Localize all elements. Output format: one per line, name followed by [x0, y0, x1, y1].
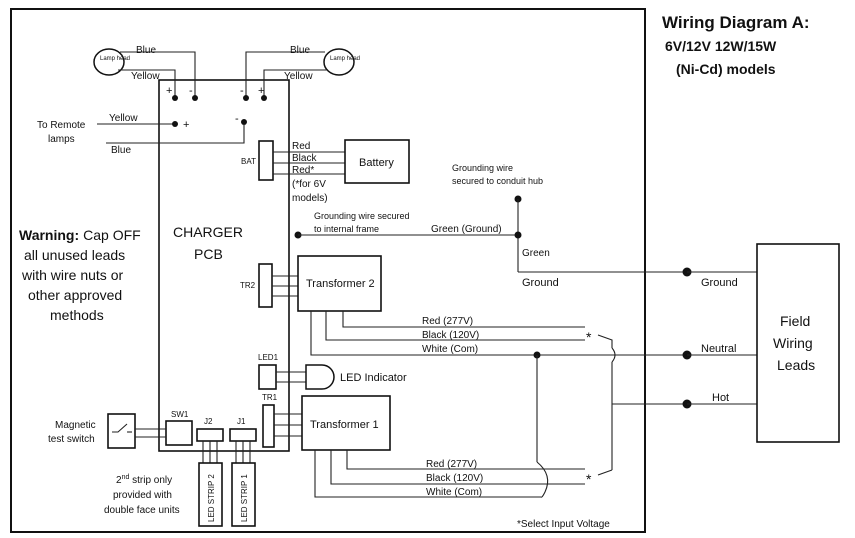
red-277-label-t1: Red (277V) — [426, 459, 477, 470]
plus-top-right: + — [258, 85, 264, 97]
charger-label: CHARGER — [173, 224, 243, 240]
grounding-frame-line-1: Grounding wire secured — [314, 211, 410, 221]
second-strip-line-3: double face units — [104, 505, 180, 516]
yellow-label-right: Yellow — [284, 71, 313, 82]
for-6v-line-2: models) — [292, 193, 328, 204]
second-strip-line-2: provided with — [113, 490, 172, 501]
warning-line-4: other approved — [28, 287, 122, 303]
tr1-label: TR1 — [262, 393, 278, 402]
green-ground-label: Green (Ground) — [431, 224, 502, 235]
led1-connector — [258, 364, 277, 390]
hot-label: Hot — [712, 392, 729, 404]
black-120-label-t2: Black (120V) — [422, 330, 479, 341]
select-star-t2: * — [586, 329, 592, 345]
led1-label: LED1 — [258, 353, 279, 362]
yellow-label-left: Yellow — [131, 71, 160, 82]
grounding-frame-line-2: to internal frame — [314, 224, 379, 234]
field-wiring-leads — [756, 243, 840, 443]
blue-label-left: Blue — [136, 45, 156, 56]
j2-connector — [196, 428, 224, 442]
j1-connector — [229, 428, 257, 442]
warning-line-5: methods — [50, 307, 104, 323]
magnetic-line-2: test switch — [48, 434, 95, 445]
blue-label-right: Blue — [290, 45, 310, 56]
title-line-3: (Ni-Cd) models — [676, 61, 776, 77]
sw1-connector — [165, 420, 193, 446]
transformer-2-label: Transformer 2 — [306, 278, 375, 290]
red-star-label-bat: Red* — [292, 165, 314, 176]
yellow-label-remote: Yellow — [109, 113, 138, 124]
minus-top-left: - — [189, 85, 193, 97]
plus-top-left: + — [166, 85, 172, 97]
led-indicator-shape — [305, 364, 335, 390]
second-strip-line-1: 2nd strip only — [116, 474, 172, 486]
j1-label: J1 — [237, 417, 246, 426]
sw1-label: SW1 — [171, 410, 189, 419]
magnetic-test-switch — [107, 413, 136, 449]
transformer-1-label: Transformer 1 — [310, 419, 379, 431]
ground-label-field: Ground — [701, 277, 738, 289]
black-label-bat: Black — [292, 153, 317, 164]
plus-remote: + — [183, 119, 189, 131]
grounding-conduit-line-1: Grounding wire — [452, 163, 513, 173]
neutral-label: Neutral — [701, 343, 736, 355]
title-line-2: 6V/12V 12W/15W — [665, 38, 777, 54]
field-line-2: Wiring — [773, 335, 813, 351]
lamp-head-right — [323, 48, 355, 76]
remote-lamps-line-2: lamps — [48, 134, 75, 145]
field-line-3: Leads — [777, 357, 815, 373]
led-indicator-label: LED Indicator — [340, 372, 407, 384]
minus-remote: - — [235, 113, 239, 125]
tr1-connector — [262, 404, 275, 448]
lamp-head-right-label: Lamp head — [330, 56, 360, 62]
fixture-enclosure — [10, 8, 646, 533]
lamp-head-left-label: Lamp head — [100, 56, 130, 62]
ground-label-inside: Ground — [522, 277, 559, 289]
title-line-1: Wiring Diagram A: — [662, 13, 810, 32]
warning-line-2: all unused leads — [24, 247, 125, 263]
lamp-head-left — [93, 48, 125, 76]
led-strip-1 — [231, 462, 256, 527]
red-277-label-t2: Red (277V) — [422, 316, 473, 327]
remote-lamps-line-1: To Remote — [37, 120, 86, 131]
warning-line-3: with wire nuts or — [21, 267, 123, 283]
bat-label: BAT — [241, 157, 256, 166]
minus-top-right: - — [240, 85, 244, 97]
warning-line-1: Warning:Cap OFF — [19, 227, 141, 243]
green-label: Green — [522, 248, 550, 259]
field-line-1: Field — [780, 313, 810, 329]
tr2-label: TR2 — [240, 281, 256, 290]
led-strip-2 — [198, 462, 223, 527]
j2-label: J2 — [204, 417, 213, 426]
tr2-connector — [258, 263, 273, 308]
grounding-conduit-line-2: secured to conduit hub — [452, 176, 543, 186]
battery-label: Battery — [359, 157, 394, 169]
black-120-label-t1: Black (120V) — [426, 473, 483, 484]
battery — [344, 139, 410, 184]
transformer-1 — [301, 395, 391, 451]
white-com-label-t2: White (Com) — [422, 344, 478, 355]
pcb-label: PCB — [194, 246, 223, 262]
bat-connector — [258, 140, 274, 181]
select-star-t1: * — [586, 471, 592, 487]
led-strip-2-label: LED STRIP 2 — [207, 474, 216, 522]
footnote: *Select Input Voltage — [517, 519, 610, 530]
magnetic-line-1: Magnetic — [55, 420, 96, 431]
blue-label-remote: Blue — [111, 145, 131, 156]
transformer-2 — [297, 255, 382, 312]
for-6v-line-1: (*for 6V — [292, 179, 326, 190]
white-com-label-t1: White (Com) — [426, 487, 482, 498]
red-label-bat: Red — [292, 141, 310, 152]
led-strip-1-label: LED STRIP 1 — [240, 474, 249, 522]
